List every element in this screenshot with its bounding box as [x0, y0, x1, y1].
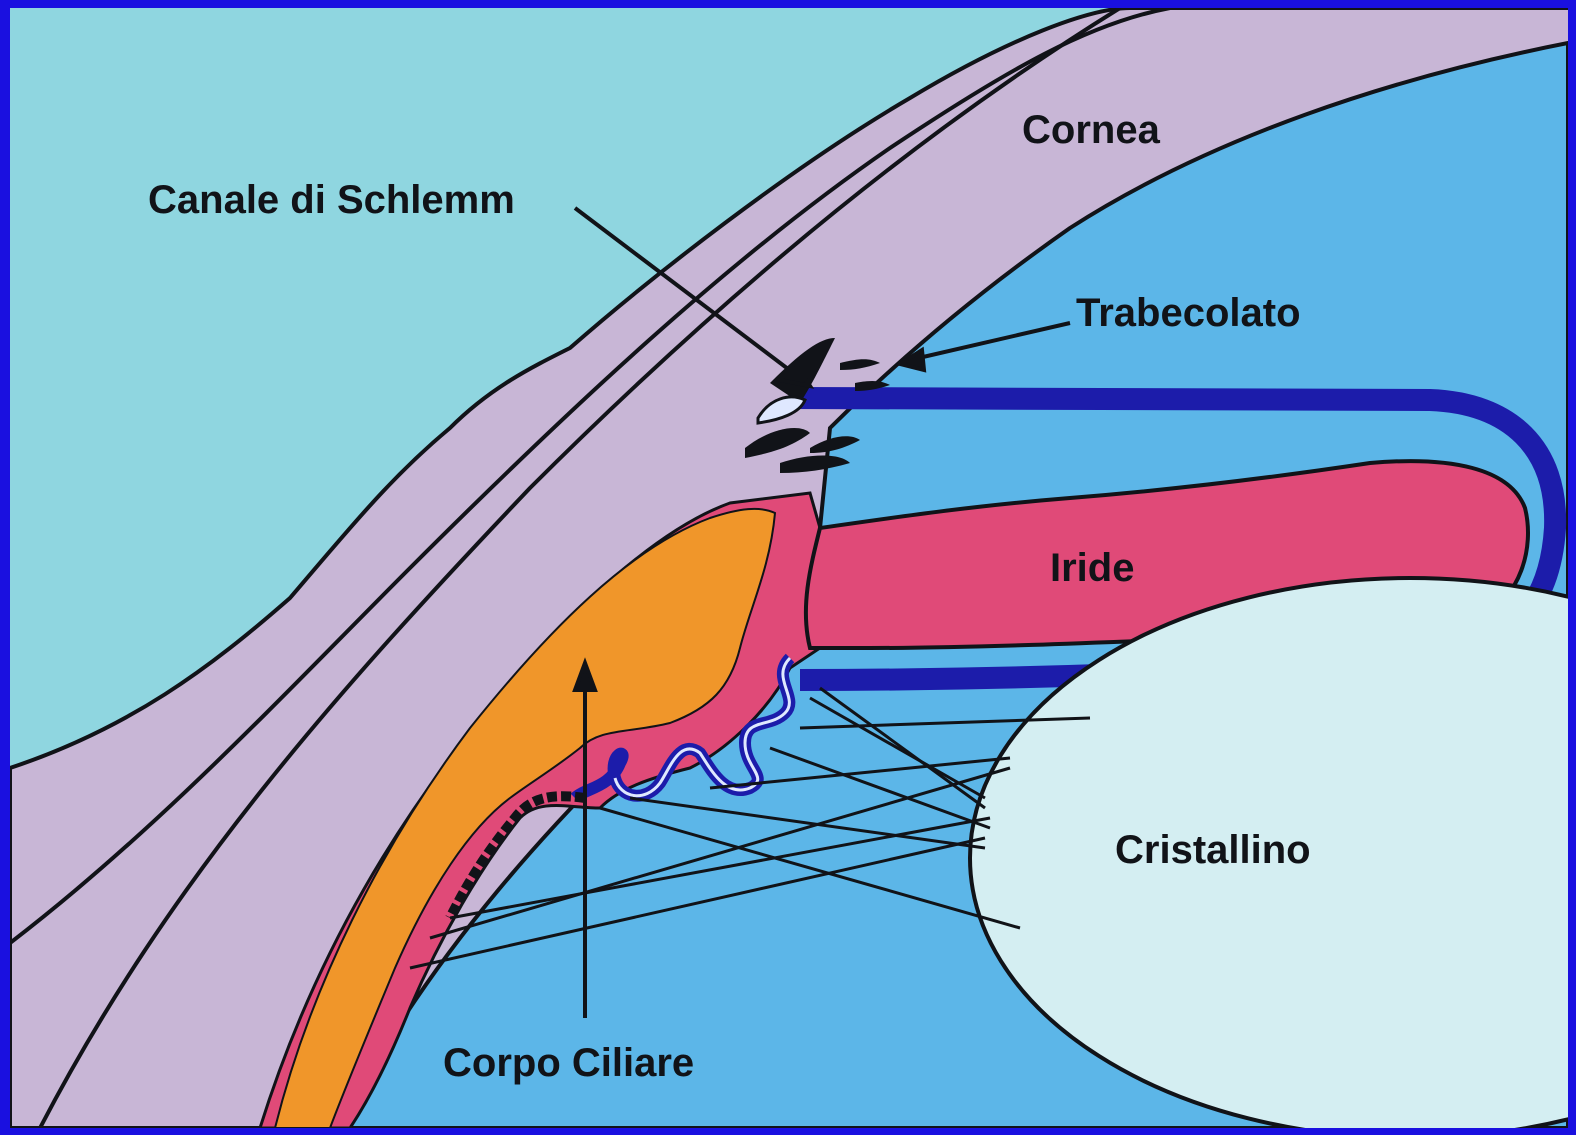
label-schlemm: Canale di Schlemm	[148, 178, 515, 222]
label-iride: Iride	[1050, 546, 1134, 590]
label-trabecolato: Trabecolato	[1076, 291, 1301, 335]
eye-svg: Cornea Canale di Schlemm Trabecolato Iri…	[10, 8, 1568, 1128]
eye-anterior-segment-diagram: Cornea Canale di Schlemm Trabecolato Iri…	[10, 8, 1568, 1128]
label-cristallino: Cristallino	[1115, 828, 1311, 872]
label-cornea: Cornea	[1022, 108, 1161, 152]
label-corpo-ciliare: Corpo Ciliare	[443, 1041, 694, 1085]
